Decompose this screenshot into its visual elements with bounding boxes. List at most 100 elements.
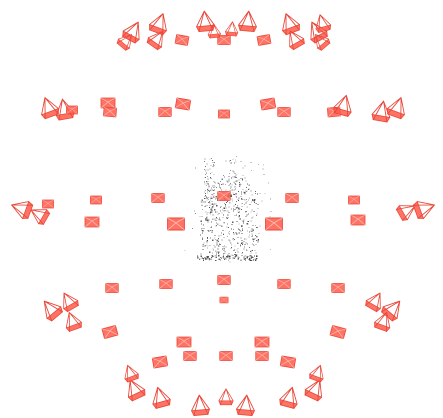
- point-cloud-point: [214, 165, 215, 166]
- point-cloud-point: [242, 253, 243, 254]
- point-cloud-point: [244, 199, 245, 200]
- camera-frustum: [175, 34, 189, 45]
- point-cloud-point: [231, 209, 232, 210]
- point-cloud-point: [270, 249, 271, 250]
- point-cloud-point: [214, 197, 215, 198]
- point-cloud-point: [204, 161, 205, 162]
- point-cloud-point: [254, 211, 255, 212]
- point-cloud-point: [252, 257, 253, 258]
- point-cloud-point: [238, 251, 239, 252]
- point-cloud-point: [205, 174, 206, 175]
- point-cloud-point: [246, 199, 247, 200]
- point-cloud-point: [206, 196, 207, 197]
- point-cloud-point: [225, 184, 226, 185]
- point-cloud-point: [208, 212, 209, 213]
- point-cloud-point: [228, 211, 229, 212]
- point-cloud-point: [230, 170, 231, 171]
- point-cloud-point: [255, 250, 256, 251]
- point-cloud-point: [204, 198, 205, 199]
- point-cloud-point: [240, 237, 241, 238]
- point-cloud-point: [236, 232, 237, 233]
- point-cloud-point: [199, 216, 200, 217]
- point-cloud-point: [252, 195, 253, 196]
- point-cloud-point: [215, 186, 216, 187]
- point-cloud-point: [203, 224, 204, 225]
- point-cloud-point: [252, 230, 253, 231]
- point-cloud-point: [231, 254, 232, 255]
- point-cloud-point: [218, 255, 219, 256]
- point-cloud-point: [233, 238, 234, 239]
- point-cloud-point: [256, 256, 257, 257]
- camera-image-plane: [280, 356, 296, 368]
- point-cloud-point: [242, 199, 243, 200]
- point-cloud-point: [246, 255, 247, 256]
- point-cloud-point: [202, 233, 203, 234]
- point-cloud-point: [230, 160, 231, 161]
- point-cloud-point: [234, 258, 235, 259]
- point-cloud-point: [236, 196, 237, 197]
- point-cloud-point: [242, 242, 243, 243]
- camera-frustum: [260, 98, 276, 110]
- point-cloud-point: [202, 238, 203, 239]
- point-cloud-point: [240, 260, 241, 261]
- point-cloud-point: [255, 235, 256, 236]
- point-cloud-point: [209, 245, 210, 246]
- point-cloud-point: [225, 251, 226, 252]
- point-cloud-point: [205, 211, 206, 212]
- point-cloud-point: [238, 200, 239, 201]
- point-cloud-point: [238, 209, 239, 210]
- point-cloud-point: [255, 193, 256, 194]
- point-cloud-point: [207, 241, 208, 242]
- point-cloud-point: [216, 244, 217, 245]
- point-cloud-point: [242, 244, 243, 245]
- point-cloud-point: [239, 229, 240, 230]
- point-cloud-point: [205, 196, 206, 197]
- point-cloud-point: [224, 248, 225, 249]
- point-cloud-point: [264, 174, 265, 175]
- point-cloud-point: [213, 204, 214, 205]
- point-cloud-point: [213, 255, 214, 256]
- point-cloud-point: [240, 246, 241, 247]
- point-cloud-point: [207, 205, 208, 206]
- point-cloud-point: [223, 258, 224, 259]
- point-cloud-point: [227, 214, 228, 215]
- point-cloud-point: [225, 189, 226, 190]
- point-cloud-point: [225, 204, 226, 205]
- point-cloud-point: [220, 211, 221, 212]
- point-cloud-point: [207, 237, 208, 238]
- point-cloud-point: [242, 206, 243, 207]
- point-cloud-point: [247, 184, 248, 185]
- point-cloud-point: [234, 163, 235, 164]
- point-cloud-point: [215, 199, 216, 200]
- camera-frustum: [103, 107, 116, 117]
- point-cloud-point: [227, 223, 228, 224]
- point-cloud-point: [244, 244, 245, 245]
- point-cloud-point: [210, 165, 211, 166]
- point-cloud-point: [250, 255, 251, 256]
- point-cloud-point: [208, 245, 209, 246]
- point-cloud-point: [218, 183, 219, 184]
- point-cloud-point: [241, 225, 242, 226]
- point-cloud-point: [216, 257, 217, 258]
- point-cloud-point: [200, 235, 201, 236]
- camera-frustum: [90, 196, 101, 204]
- point-cloud-point: [201, 199, 202, 200]
- point-cloud-point: [251, 202, 252, 203]
- point-cloud-point: [204, 169, 205, 170]
- camera-frustum: [106, 284, 119, 293]
- point-cloud-point: [232, 192, 233, 193]
- point-cloud-point: [234, 190, 235, 191]
- point-cloud-point: [249, 184, 250, 185]
- point-cloud-point: [246, 211, 247, 212]
- point-cloud-point: [241, 198, 242, 199]
- point-cloud-point: [205, 166, 206, 167]
- point-cloud-point: [233, 177, 234, 178]
- point-cloud-point: [204, 202, 205, 203]
- camera-frustum: [220, 352, 233, 361]
- point-cloud-point: [225, 208, 226, 209]
- point-cloud-point: [214, 162, 215, 163]
- point-cloud-point: [212, 211, 213, 212]
- point-cloud-point: [241, 194, 242, 195]
- point-cloud-point: [219, 244, 220, 245]
- point-cloud-point: [235, 215, 236, 216]
